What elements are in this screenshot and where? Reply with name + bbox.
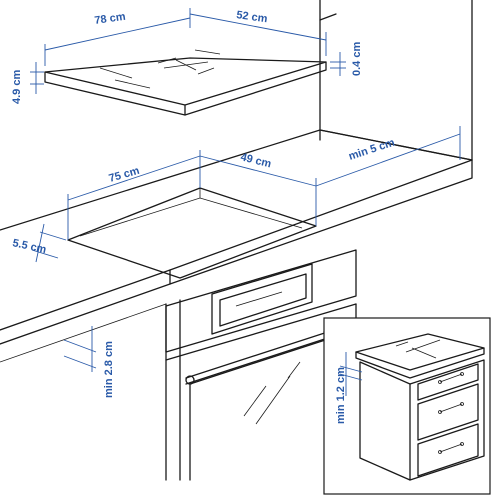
hob-width-label: 78 cm [94, 11, 127, 27]
inset-gap-label: min 1.2 cm [335, 367, 347, 424]
worktop-cutout [67, 187, 317, 279]
hob-depth-label: 52 cm [236, 9, 269, 25]
hob-panel [44, 49, 327, 116]
cutout-width-dimension: 75 cm [67, 150, 201, 240]
hob-glass-dimension: 0.4 cm [330, 42, 363, 76]
worktop-gap-dimension: min 2.8 cm [63, 326, 115, 398]
cutout-front-margin-label: 5.5 cm [11, 237, 47, 256]
hob-zone-icon [157, 57, 215, 75]
worktop [0, 129, 473, 481]
worktop-gap-label: min 2.8 cm [103, 341, 115, 398]
inset-panel: min 1.2 cm [323, 317, 491, 495]
hob-height-dimension: 4.9 cm [11, 62, 44, 104]
cutout-front-margin-dimension: 5.5 cm [11, 223, 67, 263]
hob-glass-label: 0.4 cm [351, 42, 363, 76]
cutout-width-label: 75 cm [108, 165, 142, 185]
hob-width-dimension: 78 cm [44, 8, 191, 66]
cutout-back-margin-dimension: min 5 cm [315, 126, 461, 187]
oven-handle [185, 327, 341, 385]
hob-height-label: 4.9 cm [11, 70, 23, 104]
hob-depth-dimension: 52 cm [189, 9, 327, 56]
